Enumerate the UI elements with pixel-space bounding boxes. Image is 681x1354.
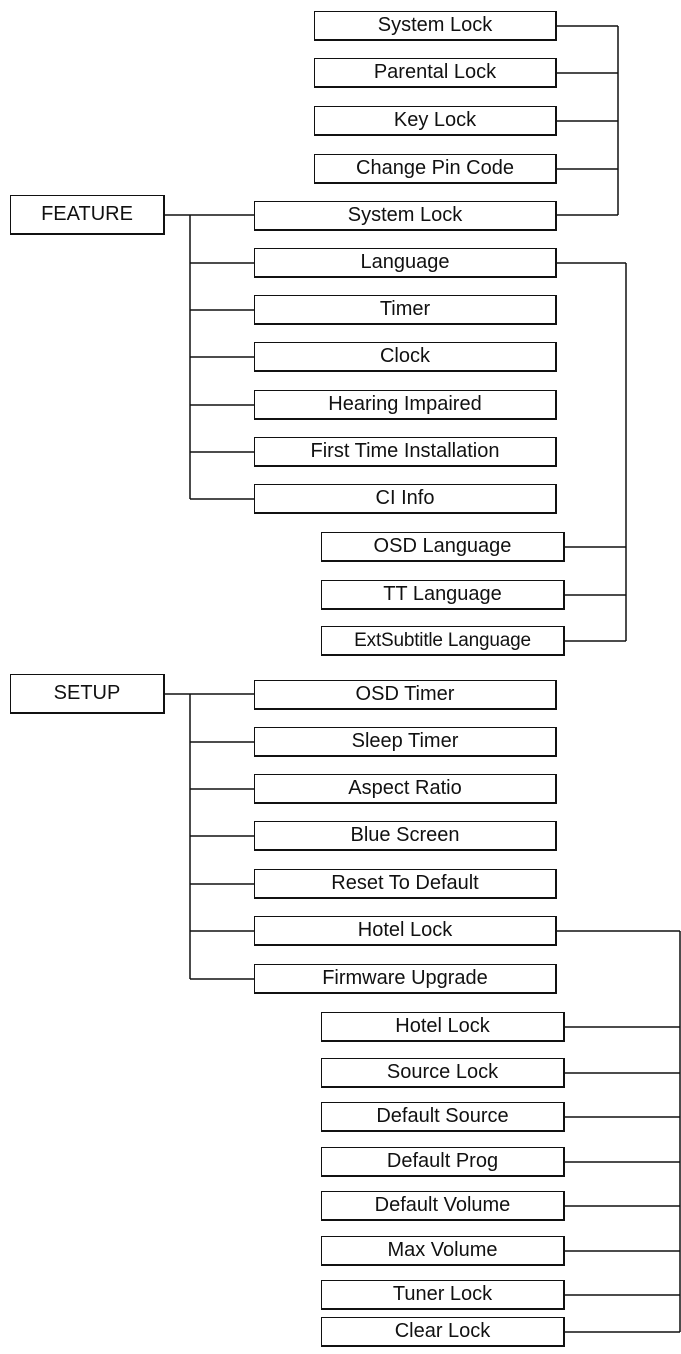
setup-root-node: SETUP [10,674,165,714]
hotel-lock-sub-clear-lock: Clear Lock [321,1317,565,1347]
language-sub-tt-language: TT Language [321,580,565,610]
hotel-lock-sub-default-volume: Default Volume [321,1191,565,1221]
system-lock-sub-system-lock: System Lock [314,11,557,41]
feature-item-first-time-installation: First Time Installation [254,437,557,467]
hotel-lock-sub-hotel-lock: Hotel Lock [321,1012,565,1042]
hotel-lock-sub-default-source: Default Source [321,1102,565,1132]
setup-item-blue-screen: Blue Screen [254,821,557,851]
hotel-lock-sub-max-volume: Max Volume [321,1236,565,1266]
setup-item-reset-to-default: Reset To Default [254,869,557,899]
system-lock-sub-key-lock: Key Lock [314,106,557,136]
system-lock-sub-parental-lock: Parental Lock [314,58,557,88]
feature-item-system-lock: System Lock [254,201,557,231]
setup-item-aspect-ratio: Aspect Ratio [254,774,557,804]
hotel-lock-sub-default-prog: Default Prog [321,1147,565,1177]
feature-item-hearing-impaired: Hearing Impaired [254,390,557,420]
feature-root-node: FEATURE [10,195,165,235]
setup-item-sleep-timer: Sleep Timer [254,727,557,757]
hotel-lock-sub-source-lock: Source Lock [321,1058,565,1088]
feature-item-clock: Clock [254,342,557,372]
feature-item-timer: Timer [254,295,557,325]
hotel-lock-sub-tuner-lock: Tuner Lock [321,1280,565,1310]
language-sub-extsubtitle-language: ExtSubtitle Language [321,626,565,656]
setup-item-osd-timer: OSD Timer [254,680,557,710]
system-lock-sub-change-pin-code: Change Pin Code [314,154,557,184]
setup-item-firmware-upgrade: Firmware Upgrade [254,964,557,994]
feature-item-ci-info: CI Info [254,484,557,514]
feature-item-language: Language [254,248,557,278]
language-sub-osd-language: OSD Language [321,532,565,562]
setup-item-hotel-lock: Hotel Lock [254,916,557,946]
